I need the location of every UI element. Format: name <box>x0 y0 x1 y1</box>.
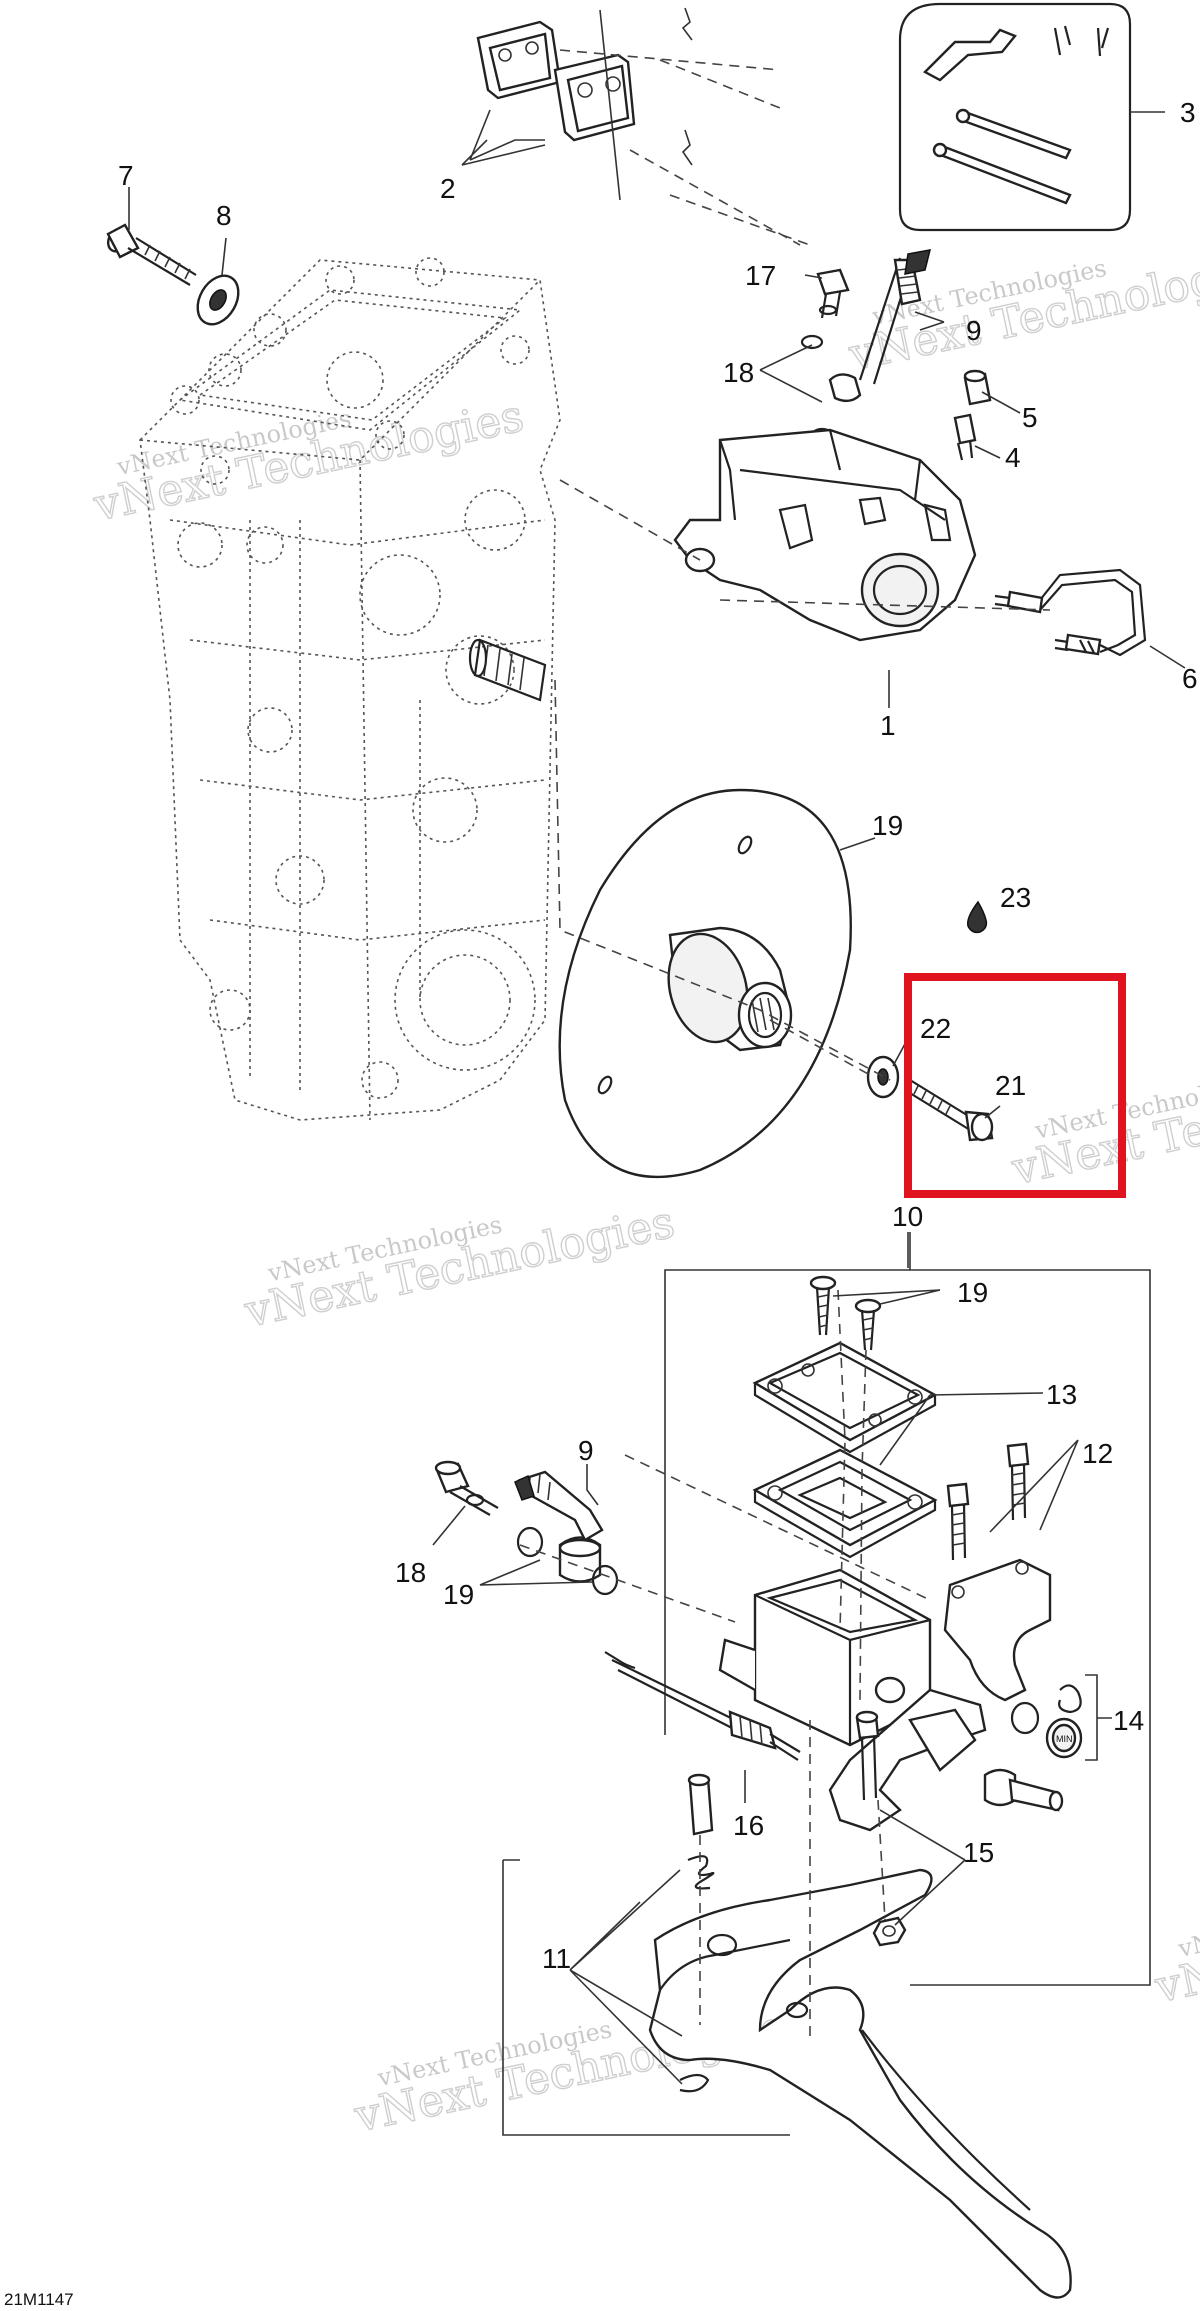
callout-17: 19 <box>957 1277 988 1308</box>
brake-hose-top-part-9 <box>858 249 932 385</box>
callout-5: 5 <box>1022 402 1038 433</box>
highlight-box <box>904 973 1126 1198</box>
callout-13: 13 <box>1046 1379 1077 1410</box>
brake-pads-part-2 <box>469 20 636 161</box>
callout-14: 15 <box>963 1837 994 1868</box>
bolt-part-21 <box>904 1079 994 1142</box>
handlebar-clamp <box>943 1558 1052 1702</box>
gearbox-output-shaft <box>468 638 547 702</box>
callout-18-top: 17 <box>745 260 776 291</box>
callout-15: 14 <box>1113 1705 1144 1736</box>
callout-18-lower: 18 <box>395 1557 426 1588</box>
diagram-code: 21M1147 <box>4 2290 74 2309</box>
bolt-part-7 <box>106 223 197 286</box>
watermark-11: vNext Technologies <box>1175 1886 1200 1963</box>
callout-labels: 7 8 2 3 17 9 18 5 4 6 1 19 23 22 21 10 1… <box>118 97 1198 1974</box>
callout-3: 3 <box>1180 97 1196 128</box>
callout-12: 12 <box>1082 1438 1113 1469</box>
hardware-kit-part-3 <box>898 2 1165 232</box>
callout-1: 1 <box>880 710 896 741</box>
washer-part-8 <box>196 274 240 326</box>
washer-part-22 <box>866 1055 900 1099</box>
callout-20: 19 <box>872 810 903 841</box>
callout-10: 10 <box>892 1201 923 1232</box>
pushrod-part-16 <box>604 1651 801 1761</box>
pad-springs <box>559 7 811 246</box>
pivot-bolt-part-14 <box>855 1710 907 1947</box>
master-cylinder-body <box>718 1568 987 1832</box>
callout-9-lower: 9 <box>578 1435 594 1466</box>
callout-11: 11 <box>542 1943 571 1974</box>
brake-hose-lower-part-9 <box>514 1470 604 1542</box>
clamp-screws-part-12 <box>946 1442 1030 1561</box>
leader-lines-top <box>128 139 1186 1119</box>
bleeder-cap-part-5 <box>963 369 992 406</box>
callout-22: 22 <box>920 1013 951 1044</box>
callout-8: 8 <box>216 200 232 231</box>
banjo-bolt-top-part-18 <box>816 268 850 319</box>
switch-part-15: MIN <box>1010 1674 1112 1761</box>
callout-6: 6 <box>1182 663 1198 694</box>
callout-7: 7 <box>118 160 134 191</box>
callout-16: 16 <box>733 1810 764 1841</box>
master-cylinder-frame <box>502 1232 1151 2136</box>
loctite-drop-part-23 <box>966 900 988 934</box>
screws-part-17 <box>809 1275 882 1351</box>
crush-washers-top-part-19 <box>800 334 862 443</box>
callout-21: 21 <box>995 1070 1026 1101</box>
callout-9-top: 9 <box>966 315 982 346</box>
callout-2: 2 <box>440 173 456 204</box>
brake-caliper-part-1 <box>673 428 977 642</box>
brake-lever <box>648 1868 1072 2299</box>
leader-lines-lower <box>432 1232 1079 2085</box>
callout-19-lower: 19 <box>443 1579 474 1610</box>
callout-23: 23 <box>1000 882 1031 913</box>
callout-19-top: 18 <box>723 357 754 388</box>
gearbox-housing <box>139 257 561 1121</box>
brake-disc-part-20 <box>558 788 852 1179</box>
min-label: MIN <box>1056 1734 1073 1744</box>
callout-4: 4 <box>1005 442 1021 473</box>
brake-light-switch <box>983 1768 1064 1812</box>
brake-line-part-6 <box>994 568 1147 657</box>
diaphragm-part-13 <box>752 1448 938 1559</box>
bleeder-screw-part-4 <box>953 413 977 461</box>
banjo-bolt-lower-part-18 <box>434 1460 499 1516</box>
